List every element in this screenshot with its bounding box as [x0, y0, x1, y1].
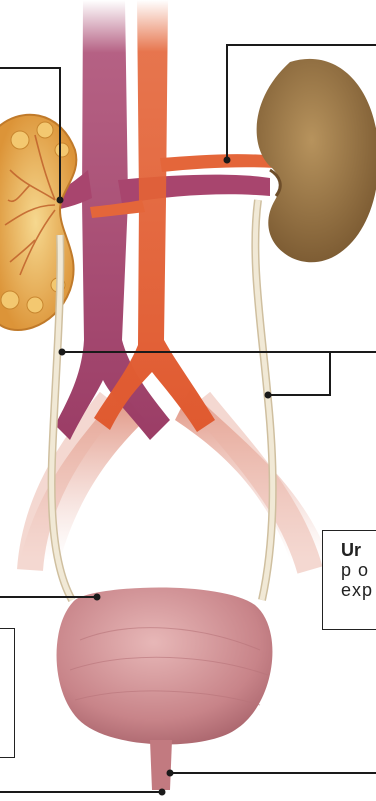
urethra [150, 740, 172, 790]
left-kidney [0, 115, 76, 330]
left-callout-box: o a [0, 628, 15, 758]
left-callout-line2: a [0, 665, 14, 687]
ureter-callout-line2: p o [341, 560, 376, 580]
left-callout-line1: o [0, 643, 14, 665]
ureter-callout-box: Ur p o exp [322, 530, 376, 630]
leader-line-ureter-bracket [268, 352, 330, 395]
ureter-callout-line3: exp [341, 580, 376, 600]
ureter-callout-title: Ur [341, 540, 376, 560]
bladder [57, 588, 273, 791]
right-kidney [257, 59, 376, 262]
